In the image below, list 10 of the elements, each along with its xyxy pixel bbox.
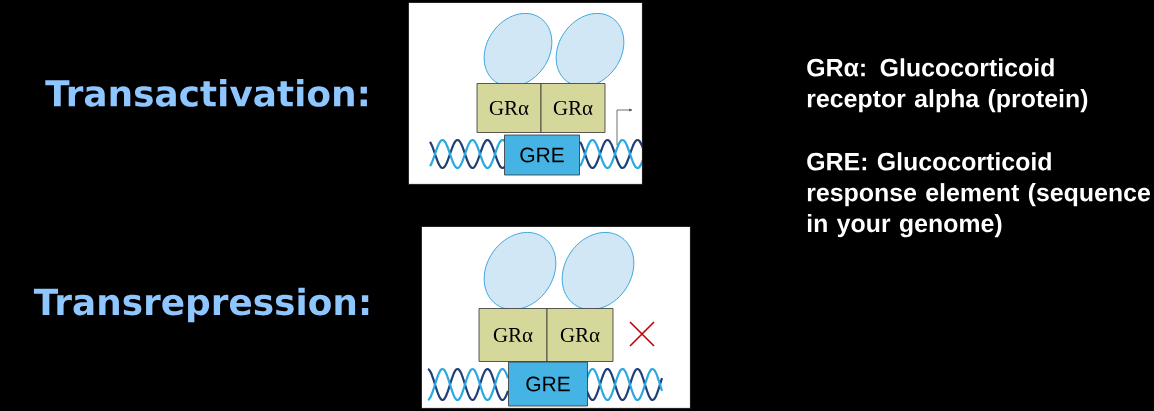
receptor-box: GRα — [540, 83, 606, 133]
gre-box: GRE — [508, 361, 588, 407]
receptor-box: GRα — [478, 308, 548, 362]
heading: Transrepression: — [33, 287, 369, 323]
legend-text: GRE: Glucocorticoid response element (sequence in your genome) — [807, 152, 1150, 238]
receptor-box: GRα — [476, 83, 542, 133]
legend-text: GRα: Glucocorticoid receptor alpha (protein) — [807, 58, 1088, 113]
heading: Transactivation: — [45, 79, 367, 107]
receptor-box: GRα — [546, 308, 614, 362]
gre-box: GRE — [504, 134, 580, 176]
